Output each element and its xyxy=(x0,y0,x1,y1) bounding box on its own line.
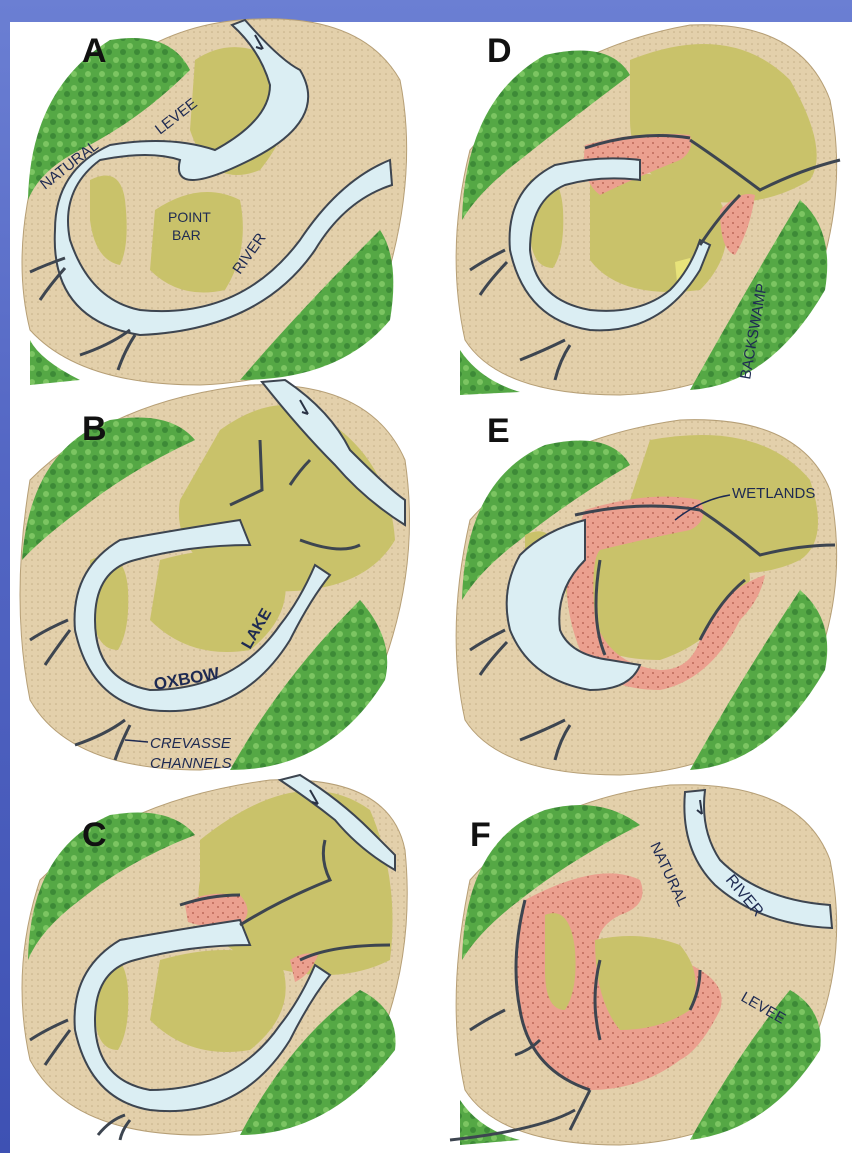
panel-b: B OXBOW LAKE CREVASSE CHANNELS xyxy=(20,380,410,772)
panel-d: D BACKSWAMP xyxy=(456,25,840,395)
point-bar-label: POINT xyxy=(168,209,211,225)
panel-letter: A xyxy=(82,32,107,70)
panel-letter: E xyxy=(487,412,510,450)
panel-c: C xyxy=(22,775,407,1140)
crevasse-label: CREVASSE xyxy=(150,735,232,752)
panel-letter: D xyxy=(487,32,512,70)
panel-letter: C xyxy=(82,816,107,854)
panel-letter: B xyxy=(82,410,107,448)
point-bar-label: BAR xyxy=(172,227,201,243)
panel-e: E WETLANDS xyxy=(456,412,837,775)
wetlands-label: WETLANDS xyxy=(732,485,815,502)
panel-letter: F xyxy=(470,816,491,854)
panel-a: A NATURAL LEVEE POINT BAR RIVER xyxy=(22,19,407,385)
panel-f: F NATURAL LEVEE RIVER xyxy=(450,785,837,1145)
channels-label: CHANNELS xyxy=(150,755,232,772)
